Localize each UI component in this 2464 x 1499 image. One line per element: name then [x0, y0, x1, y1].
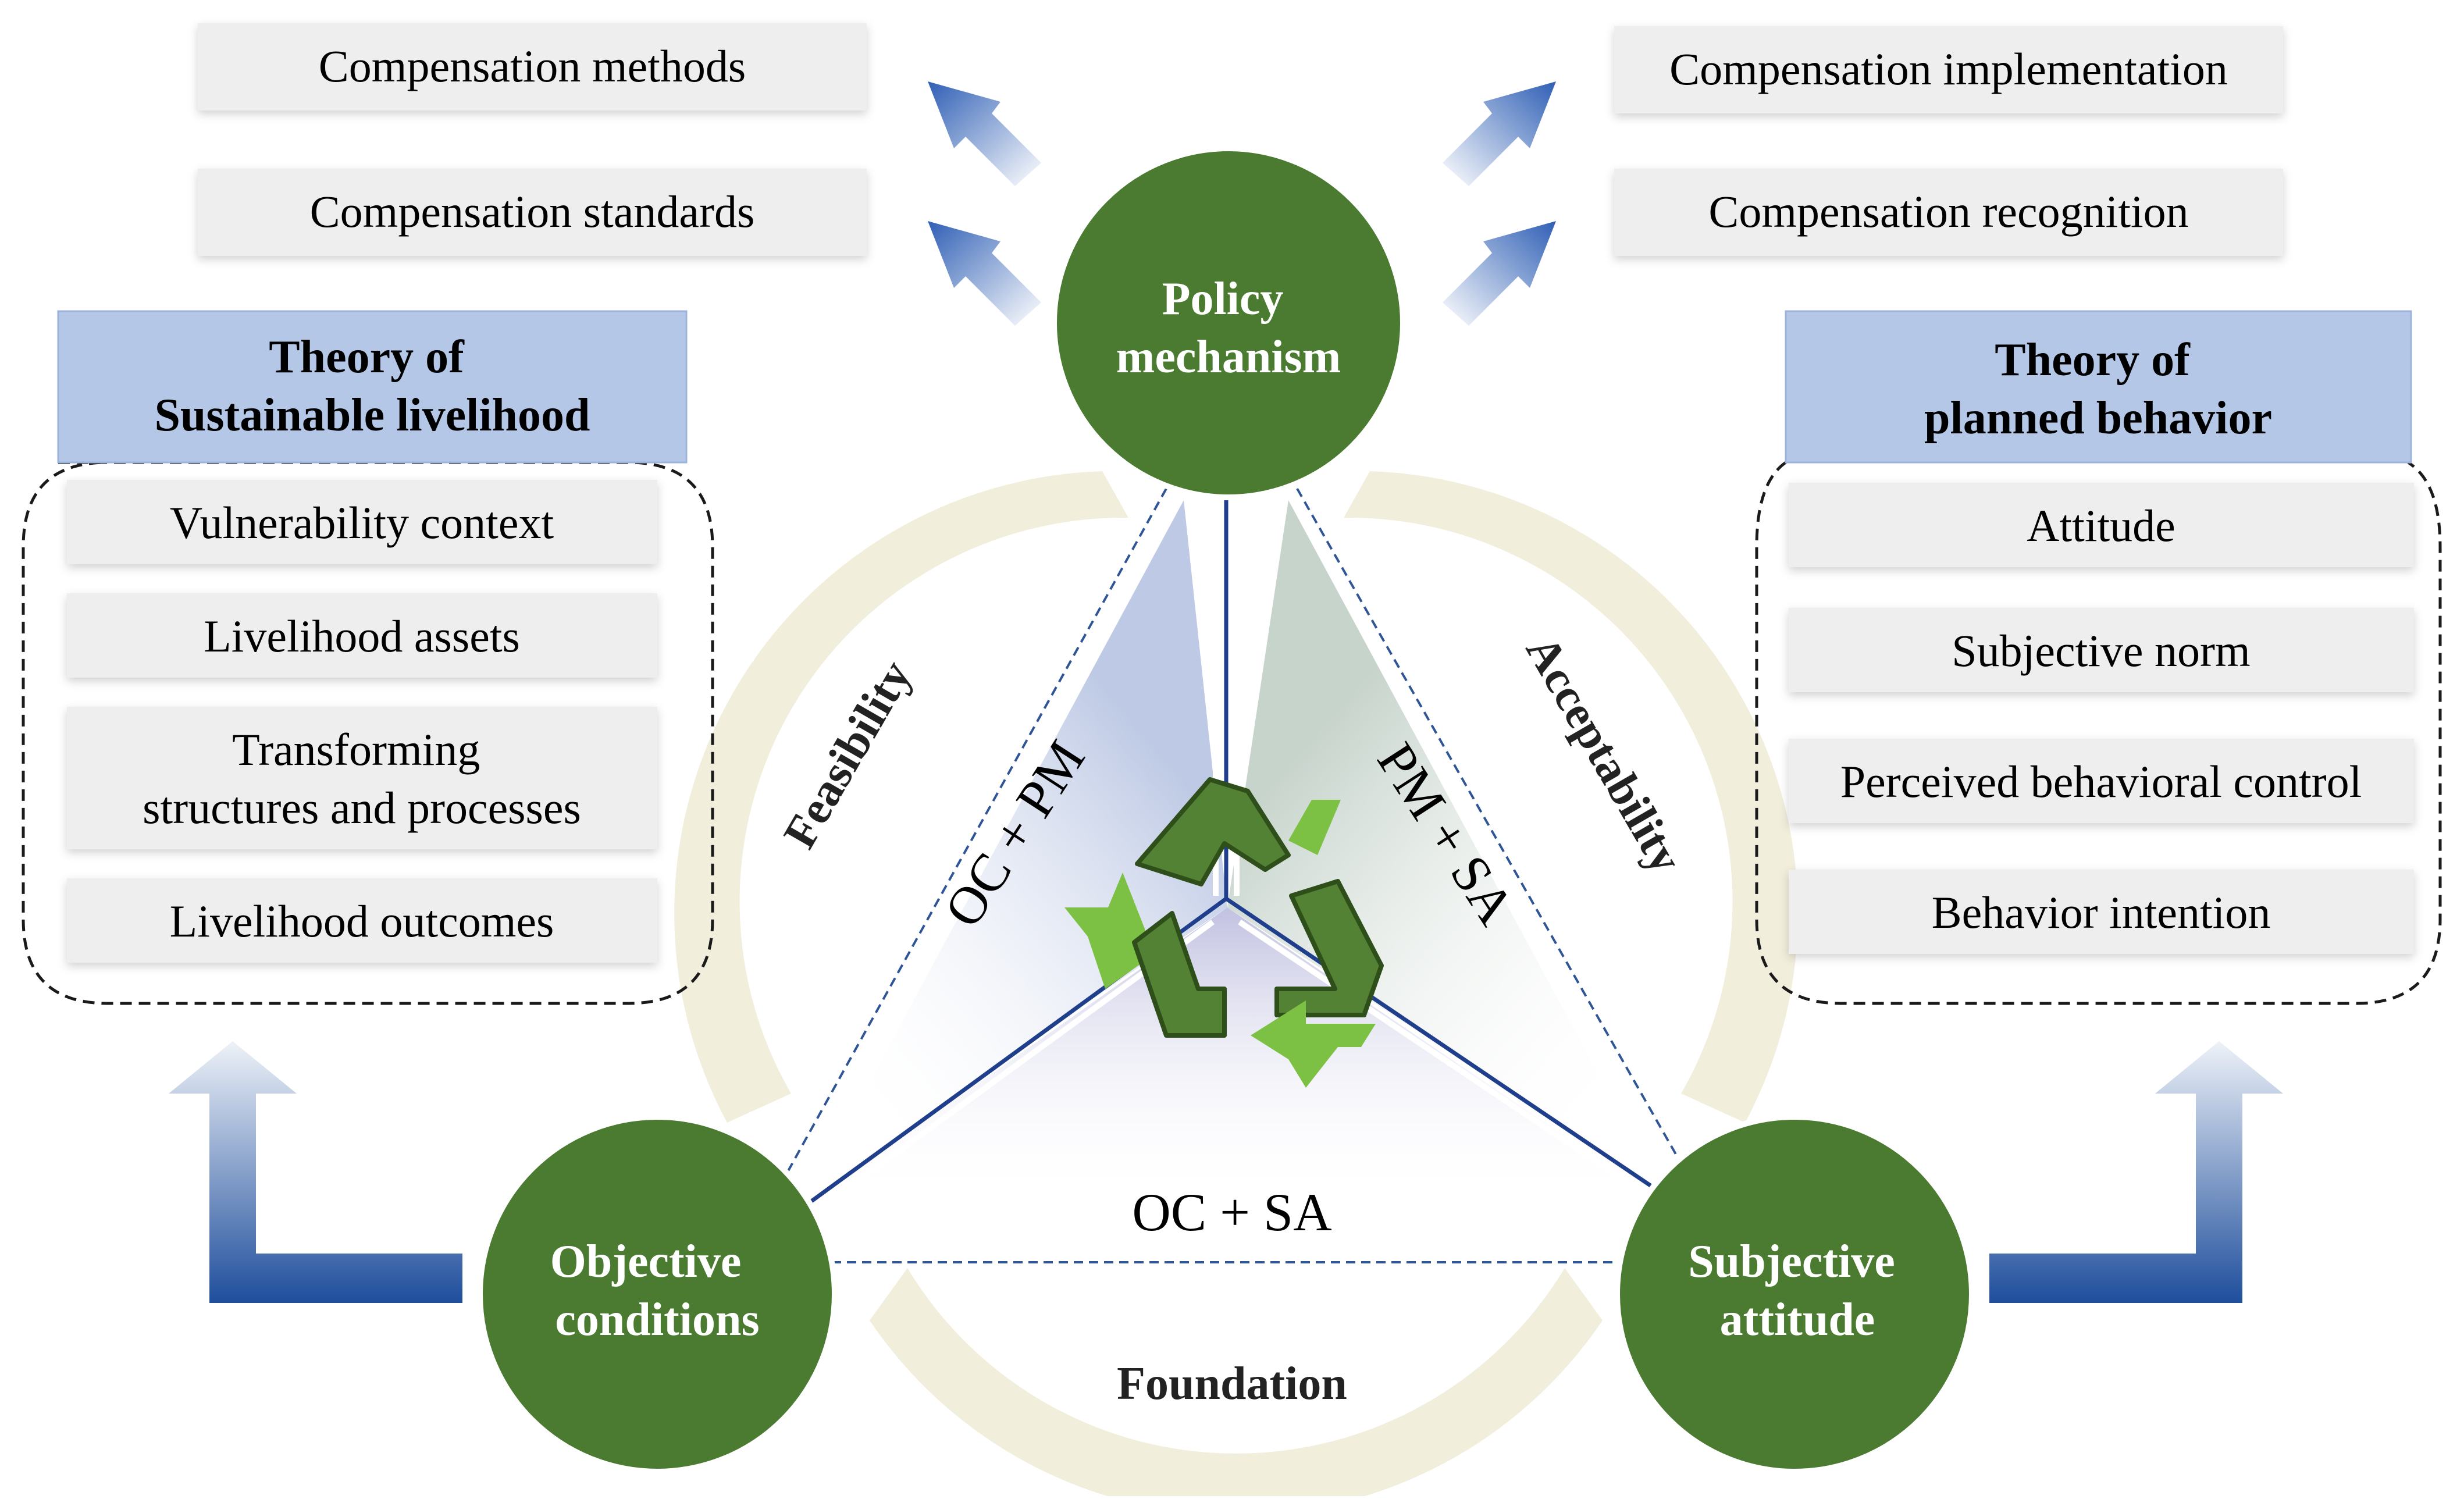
- compensation-standards-box: Compensation standards: [198, 169, 867, 256]
- livelihood-item-text: Livelihood outcomes: [170, 896, 554, 946]
- outer-dashed-triangle: [778, 488, 1682, 1263]
- arrow-to-compensation-implementation: [1443, 81, 1556, 186]
- livelihood-item-text: Livelihood assets: [204, 611, 520, 661]
- compensation-standards-text: Compensation standards: [310, 186, 755, 237]
- node-policy-mechanism: Policy mechanism: [1051, 145, 1406, 500]
- behavior-item-text: Attitude: [2027, 500, 2175, 551]
- arrow-to-compensation-standards: [928, 221, 1041, 326]
- behavior-item-box: [1789, 483, 2414, 567]
- behavior-item-text: Perceived behavioral control: [1840, 756, 2362, 807]
- node-objective-conditions: Objective conditions: [477, 1114, 838, 1475]
- livelihood-item-text: Transforming structures and processes: [143, 724, 581, 833]
- behavior-item-box: [1789, 608, 2414, 692]
- arrow-to-compensation-recognition: [1443, 221, 1556, 326]
- planned-behavior-panel: Theory of planned behavior Attitude Subj…: [1755, 310, 2442, 1005]
- node-subjective-attitude: Subjective attitude: [1614, 1114, 1975, 1475]
- arc-label-foundation: Foundation: [1117, 1358, 1347, 1409]
- behavior-item-box: [1789, 739, 2414, 823]
- sustainable-livelihood-title-box: [57, 310, 688, 464]
- planned-behavior-title-box: [1785, 310, 2412, 464]
- behavior-item-text: Subjective norm: [1952, 625, 2250, 676]
- edge-label-oc-sa: OC + SA: [1132, 1183, 1331, 1242]
- livelihood-item-box: [67, 707, 657, 849]
- compensation-methods-text: Compensation methods: [319, 41, 746, 91]
- arc-foundation: [870, 1268, 1603, 1499]
- arc-feasibility: [674, 471, 1128, 1123]
- livelihood-item-text: Vulnerability context: [170, 497, 554, 548]
- compensation-implementation-box: Compensation implementation: [1614, 26, 2283, 113]
- behavior-item-text: Behavior intention: [1932, 887, 2271, 938]
- livelihood-item-box: [67, 480, 657, 564]
- arrow-objective-to-livelihood: [169, 1041, 462, 1303]
- sector-oc-pm: [811, 500, 1227, 1190]
- livelihood-item-box: [67, 593, 657, 678]
- behavior-item-box: [1789, 870, 2414, 954]
- planned-behavior-title: Theory of planned behavior: [1924, 334, 2272, 444]
- compensation-implementation-text: Compensation implementation: [1669, 44, 2228, 94]
- compensation-methods-box: Compensation methods: [198, 23, 867, 111]
- compensation-recognition-box: Compensation recognition: [1614, 169, 2283, 256]
- sustainable-livelihood-title: Theory of Sustainable livelihood: [154, 332, 590, 441]
- compensation-recognition-text: Compensation recognition: [1708, 186, 2188, 237]
- sector-pm-sa: [1227, 500, 1661, 1190]
- node-objective-conditions-label: Objective conditions: [550, 1236, 760, 1345]
- node-subjective-attitude-label: Subjective attitude: [1688, 1236, 1907, 1345]
- arrow-subjective-to-behavior: [1989, 1041, 2283, 1303]
- sector-oc-sa: [811, 907, 1661, 1201]
- recycle-icon: [1064, 777, 1384, 1088]
- sustainable-livelihood-panel: Theory of Sustainable livelihood Vulnera…: [22, 310, 714, 1005]
- arrow-to-compensation-methods: [928, 81, 1041, 186]
- node-policy-mechanism-label: Policy mechanism: [1116, 273, 1341, 383]
- arc-acceptability: [1344, 471, 1798, 1123]
- livelihood-item-box: [67, 878, 657, 963]
